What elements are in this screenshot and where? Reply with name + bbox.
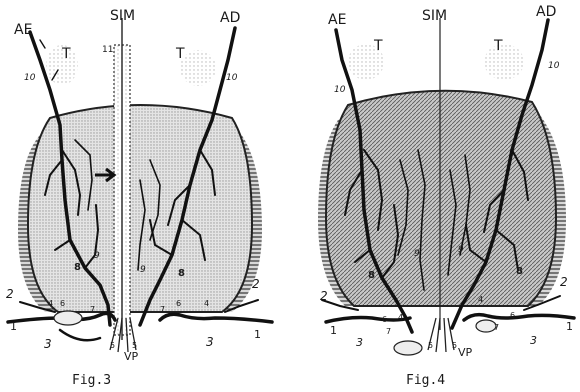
fig3-left-testis-label: T <box>61 46 71 62</box>
fig3-label-2-right: 2 <box>252 277 260 291</box>
fig4-label-2-left: 2 <box>320 289 328 303</box>
fig3-label-9-right: 9 <box>140 265 146 275</box>
fig4-label-4-left: 4 <box>398 313 403 322</box>
fig4-label-3-right: 3 <box>530 334 537 347</box>
fig4-label-8-left: 8 <box>368 270 375 281</box>
fig4-caption: Fig.4 <box>406 373 445 388</box>
fig3-label-5-right: 5 <box>132 341 137 350</box>
fig4-label-1-left: 1 <box>330 324 337 337</box>
fig3-label-6-left: 6 <box>60 299 65 308</box>
fig3-caption: Fig.3 <box>72 373 111 388</box>
fig4-right-testis-label: T <box>493 38 503 54</box>
fig4-left-artery-label: AE <box>328 12 346 28</box>
fig4-label-6-right: 6 <box>510 311 515 320</box>
fig4-label-8-right: 8 <box>516 266 523 277</box>
fig4-label-5-left: 5 <box>428 341 433 350</box>
fig3-label-3-right: 3 <box>206 335 214 349</box>
fig4-label-4-right: 4 <box>478 295 483 304</box>
fig3-label-2-left: 2 <box>6 287 14 301</box>
fig4-label-10-left: 10 <box>334 85 346 95</box>
fig4-label-7-right: 7 <box>494 323 499 332</box>
fig3-label-10-right: 10 <box>226 73 238 83</box>
fig3-label-4-left: 4 <box>48 299 53 308</box>
fig3-label-8-left: 8 <box>74 262 81 273</box>
fig3-label-10-left: 10 <box>24 73 36 83</box>
fig4-right-testis-area <box>484 44 524 80</box>
fig4-label-9-right: 9 <box>458 245 464 255</box>
fig3-label-1-left: 1 <box>10 320 17 333</box>
fig3-label-8-right: 8 <box>178 268 185 279</box>
fig4-label-1-right: 1 <box>566 320 573 333</box>
fig4-label-2-right: 2 <box>560 275 568 289</box>
fig3-label-3-left: 3 <box>44 337 52 351</box>
fig3-label-9-left: 9 <box>94 251 100 261</box>
fig3-label-1-right: 1 <box>254 328 261 341</box>
fig3-right-testis-label: T <box>175 46 185 62</box>
fig3-vp-label: VP <box>124 350 139 363</box>
fig3-label-11: 11 <box>102 45 113 55</box>
fig4-left-testis-label: T <box>373 38 383 54</box>
fig3-left-artery-label: AE <box>14 22 32 38</box>
fig3-label-7-right: 7 <box>160 305 165 314</box>
fig4-label-9-left: 9 <box>414 249 420 259</box>
fig3-label-5-left: 5 <box>110 341 115 350</box>
fig4-vp-label: VP <box>458 346 473 359</box>
fig3-right-artery-label: AD <box>220 10 240 26</box>
fig4-label-10-right: 10 <box>548 61 560 71</box>
fig4-label-6-left: 6 <box>382 315 387 324</box>
figure-4: AE SIM AD T T 10 10 9 9 8 8 7 7 6 6 5 5 … <box>318 4 574 388</box>
fig4-label-3-left: 3 <box>356 336 363 349</box>
figure-3: AE SIM AD T T 10 10 11 9 9 8 8 7 7 6 6 5… <box>6 8 272 388</box>
fig3-midline-label: SIM <box>110 8 135 24</box>
fig3-label-6-right: 6 <box>176 299 181 308</box>
fig4-right-artery-label: AD <box>536 4 556 20</box>
fig4-label-5-right: 5 <box>452 341 457 350</box>
fig3-label-7-left: 7 <box>90 305 95 314</box>
fig3-label-4-right: 4 <box>204 299 209 308</box>
fig4-label-7-left: 7 <box>386 327 391 336</box>
fig3-right-testis-area <box>180 50 216 86</box>
fig4-midline-label: SIM <box>422 8 447 24</box>
